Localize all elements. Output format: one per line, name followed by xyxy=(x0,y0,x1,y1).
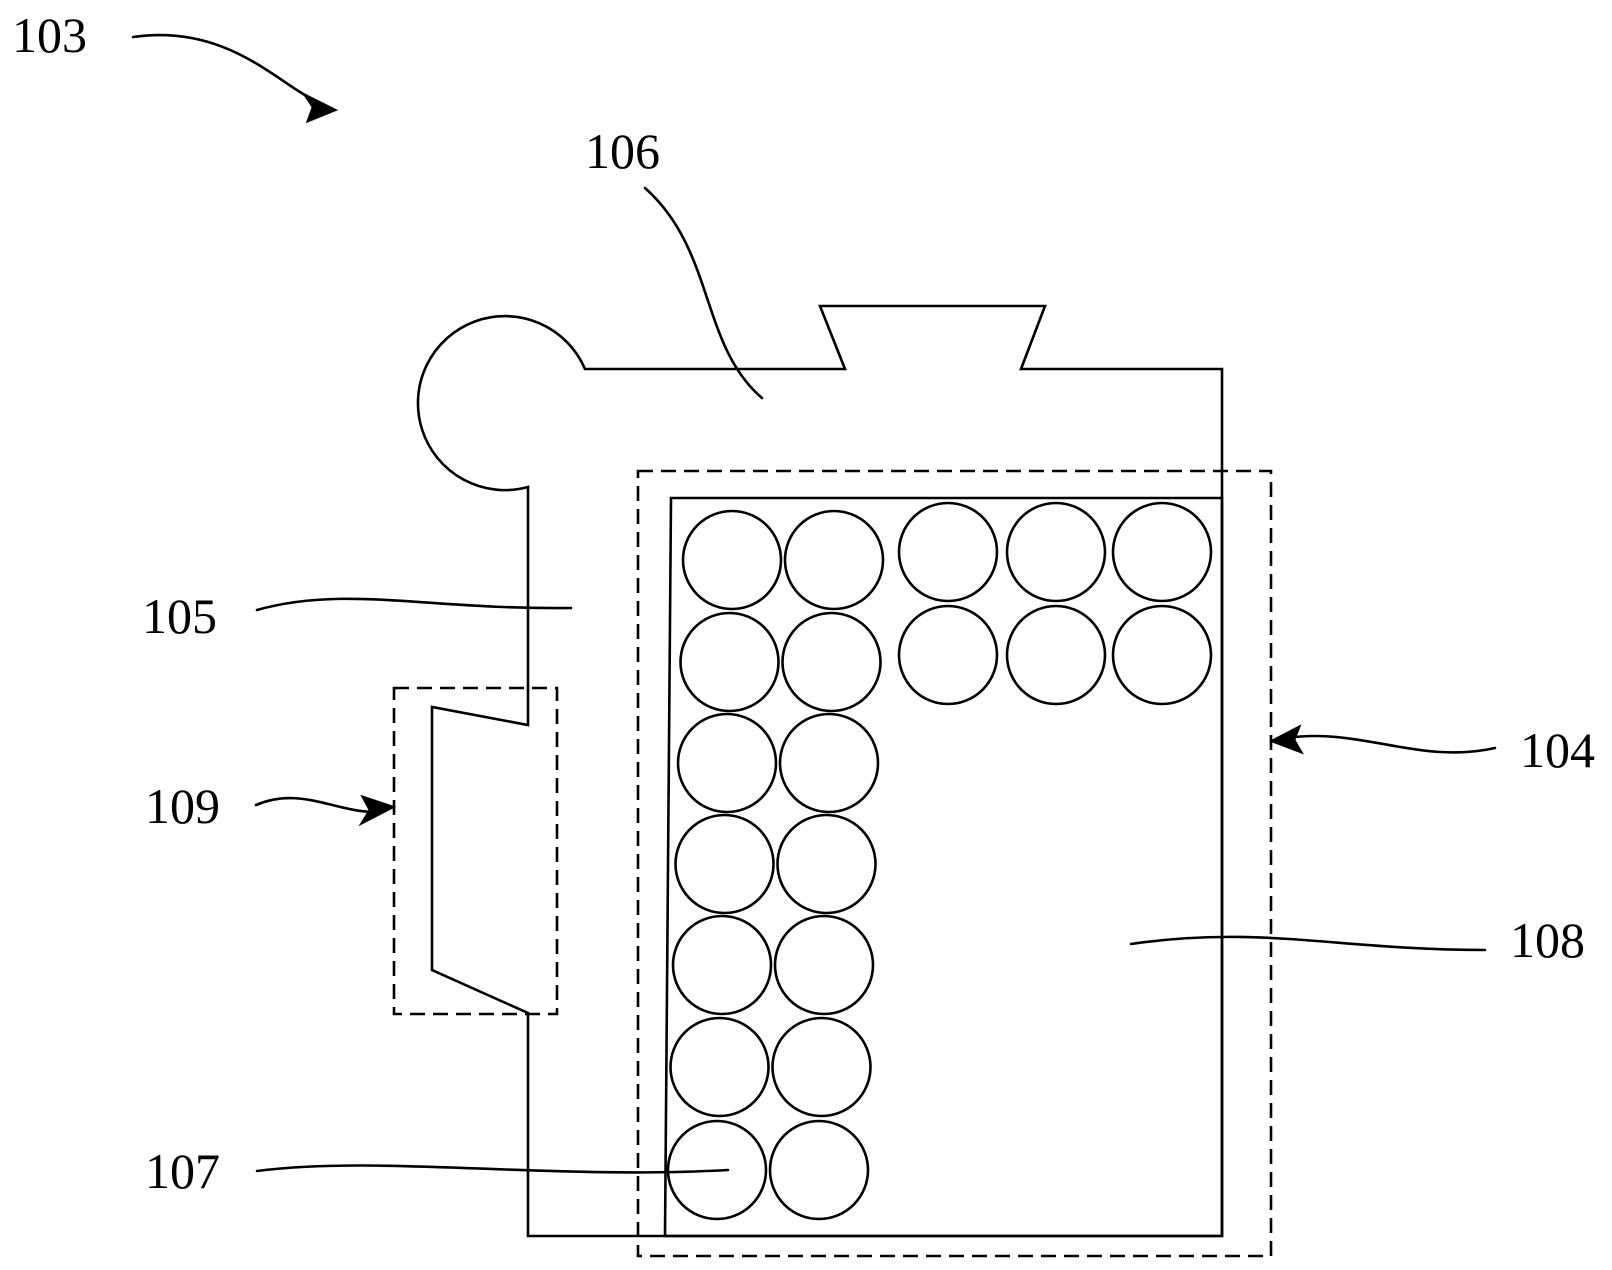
label-105: 105 xyxy=(142,588,217,644)
leader-106 xyxy=(643,186,764,400)
battery-cell xyxy=(897,604,999,706)
battery-cell xyxy=(666,1119,768,1221)
label-104: 104 xyxy=(1520,722,1595,778)
battery-cell xyxy=(1005,604,1107,706)
leader-104 xyxy=(1285,734,1497,754)
label-107: 107 xyxy=(145,1143,220,1199)
leader-105 xyxy=(255,597,573,612)
battery-cell xyxy=(671,914,773,1016)
inner-cavity xyxy=(663,496,1224,1238)
housing-outline xyxy=(416,304,1224,1238)
battery-cell xyxy=(783,509,885,611)
label-109: 109 xyxy=(145,778,220,834)
battery-cell xyxy=(897,501,999,603)
label-106: 106 xyxy=(585,123,660,179)
battery-cell xyxy=(781,611,882,713)
battery-cell xyxy=(674,813,775,915)
arrowhead-109 xyxy=(358,794,397,827)
battery-cell xyxy=(681,509,783,611)
battery-cell xyxy=(1111,604,1213,706)
leader-103 xyxy=(131,33,328,109)
battery-cell xyxy=(773,914,875,1016)
battery-cell xyxy=(1005,501,1107,603)
leader-108 xyxy=(1129,935,1487,952)
battery-cell xyxy=(778,712,880,814)
battery-cell xyxy=(1111,501,1213,603)
cell-group-dashed-box xyxy=(636,469,1273,1258)
cell-array xyxy=(666,501,1213,1221)
connector-dashed-box xyxy=(392,686,559,1016)
arrowhead-103 xyxy=(301,91,339,124)
battery-cell xyxy=(776,813,877,915)
label-103: 103 xyxy=(12,7,87,63)
battery-cell xyxy=(768,1119,870,1221)
label-108: 108 xyxy=(1510,912,1585,968)
battery-cell xyxy=(676,712,778,814)
leader-109 xyxy=(254,796,377,814)
arrowhead-104 xyxy=(1268,724,1304,755)
leader-107 xyxy=(255,1164,730,1174)
battery-cell xyxy=(669,1016,770,1118)
battery-cell xyxy=(679,611,780,713)
battery-cell xyxy=(771,1016,872,1118)
